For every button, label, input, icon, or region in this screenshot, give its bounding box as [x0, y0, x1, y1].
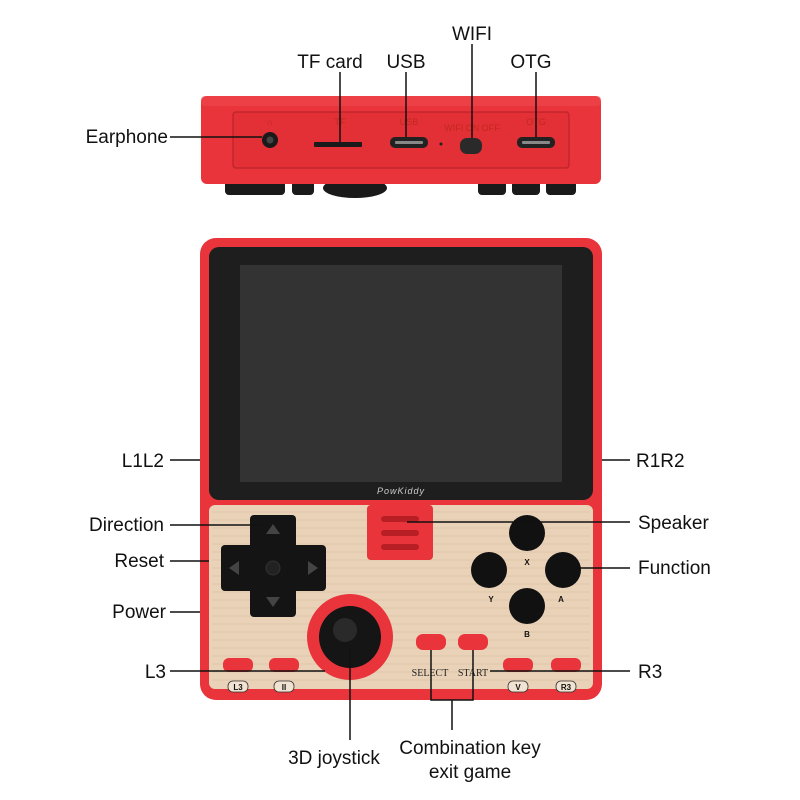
select-button [416, 634, 446, 650]
l1l2-callout: L1L2 [122, 451, 164, 472]
speaker-slot-1 [381, 516, 419, 522]
dpad-left-arrow-icon [229, 561, 239, 575]
indicator-dot [439, 142, 443, 146]
combination-callout-line1: Combination key [399, 738, 541, 759]
top-view: ∩ TF USB WIFI ON OFF OTG TF card USB WIF… [86, 24, 601, 198]
ii-button [269, 658, 299, 672]
combination-callout-line2: exit game [429, 762, 511, 783]
dpad-up-arrow-icon [266, 524, 280, 534]
usb-callout: USB [386, 52, 425, 73]
joystick-highlight [333, 618, 357, 642]
v-tag [507, 680, 529, 693]
reset-callout: Reset [114, 551, 164, 572]
button-y-label: Y [488, 595, 494, 604]
front-view: PowKiddy [89, 238, 711, 783]
earphone-callout: Earphone [86, 127, 168, 148]
dpad-down-arrow-icon [266, 597, 280, 607]
speaker-callout: Speaker [638, 513, 709, 534]
button-a [545, 552, 581, 588]
r3-tag-label: R3 [561, 683, 572, 692]
joystick-callout: 3D joystick [288, 748, 380, 769]
usb-port-label: USB [400, 117, 419, 127]
r3-callout: R3 [638, 662, 662, 683]
speaker-slot-3 [381, 544, 419, 550]
tf-card-callout: TF card [297, 52, 362, 73]
l3-tag-label: L3 [233, 683, 243, 692]
function-callout: Function [638, 558, 711, 579]
speaker-slot-2 [381, 530, 419, 536]
r3-button [551, 658, 581, 672]
button-x [509, 515, 545, 551]
headphone-icon: ∩ [267, 117, 273, 127]
button-y [471, 552, 507, 588]
button-b-label: B [524, 630, 530, 639]
direction-callout: Direction [89, 515, 164, 536]
v-tag-label: V [515, 683, 521, 692]
l3-tag [227, 680, 249, 693]
wifi-callout: WIFI [452, 24, 492, 45]
l3-callout: L3 [145, 662, 166, 683]
tf-card-slot [314, 142, 362, 147]
top-body-highlight [201, 96, 601, 106]
usb-port-inner [395, 141, 423, 144]
power-callout: Power [112, 602, 167, 623]
button-b [509, 588, 545, 624]
start-button [458, 634, 488, 650]
otg-port-inner [522, 141, 550, 144]
dpad-right-arrow-icon [308, 561, 318, 575]
brand-logo: PowKiddy [377, 486, 425, 496]
wifi-switch [460, 138, 482, 154]
ii-tag [273, 680, 295, 693]
dpad-center [265, 560, 281, 576]
dpad [221, 515, 326, 617]
earphone-jack-inner [266, 136, 274, 144]
r1r2-callout: R1R2 [636, 451, 685, 472]
screen [240, 265, 562, 482]
v-button [503, 658, 533, 672]
l3-button [223, 658, 253, 672]
ii-tag-label: II [282, 683, 286, 692]
r3-tag [555, 680, 577, 693]
otg-callout: OTG [510, 52, 551, 73]
button-a-label: A [558, 595, 564, 604]
button-x-label: X [524, 558, 530, 567]
select-label: SELECT [412, 668, 449, 679]
